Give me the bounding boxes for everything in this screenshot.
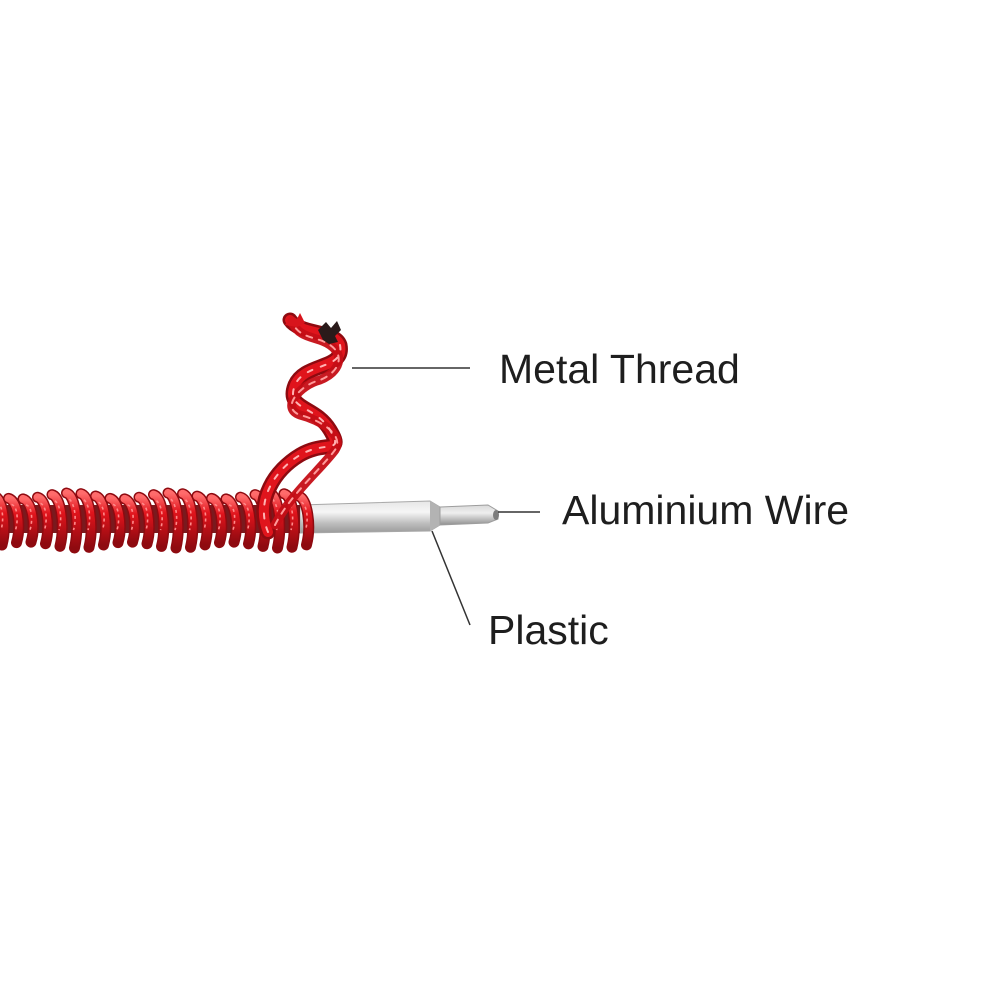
coil-turn-highlight xyxy=(170,498,178,531)
coil-turn-face xyxy=(62,489,81,552)
plastic-leader xyxy=(431,530,471,626)
coil-turn-face xyxy=(164,489,183,552)
metal-thread-loose-end xyxy=(256,312,348,540)
plastic-sleeve xyxy=(299,500,441,534)
coil-turn-highlight xyxy=(300,501,308,531)
coil-turn-highlight xyxy=(155,500,163,531)
metal-thread-label: Metal Thread xyxy=(499,346,740,392)
metal-thread-coil xyxy=(0,487,315,554)
coil-turn-highlight xyxy=(127,504,134,531)
coil-turn-highlight xyxy=(97,501,105,531)
coil-turn-highlight xyxy=(184,499,192,531)
coil-turn-highlight xyxy=(199,501,207,531)
coil-turn-face xyxy=(77,489,96,552)
coil-turn-highlight xyxy=(54,500,62,531)
aluminium-wire-label: Aluminium Wire xyxy=(562,487,850,533)
coil-turn-highlight xyxy=(112,503,120,531)
coil-turn-highlight xyxy=(141,502,149,531)
coil-turn-highlight xyxy=(83,499,91,531)
coil-turn-face xyxy=(178,489,197,552)
aluminium-wire-tip xyxy=(439,504,499,526)
coil-turn-highlight xyxy=(68,498,76,531)
coil-turn-face xyxy=(149,490,168,551)
coil-turn-face xyxy=(48,490,67,551)
coil-turn-highlight xyxy=(0,504,4,531)
coil-turn-highlight xyxy=(214,503,221,531)
coil-turn-highlight xyxy=(271,498,279,531)
coil-turn-face xyxy=(193,492,212,549)
coil-turn-face xyxy=(91,492,110,549)
coil-turn-face xyxy=(0,495,9,549)
leader-lines xyxy=(352,367,540,626)
coil-turn-highlight xyxy=(243,502,250,531)
coil-turn-highlight xyxy=(25,504,33,531)
coil-turn-highlight xyxy=(228,504,236,531)
plastic-label: Plastic xyxy=(488,607,609,653)
coil-turn-highlight xyxy=(11,503,18,531)
coil-turn-face xyxy=(294,492,313,549)
coil-turn-face xyxy=(280,489,299,552)
coil-turn-highlight xyxy=(40,502,47,531)
